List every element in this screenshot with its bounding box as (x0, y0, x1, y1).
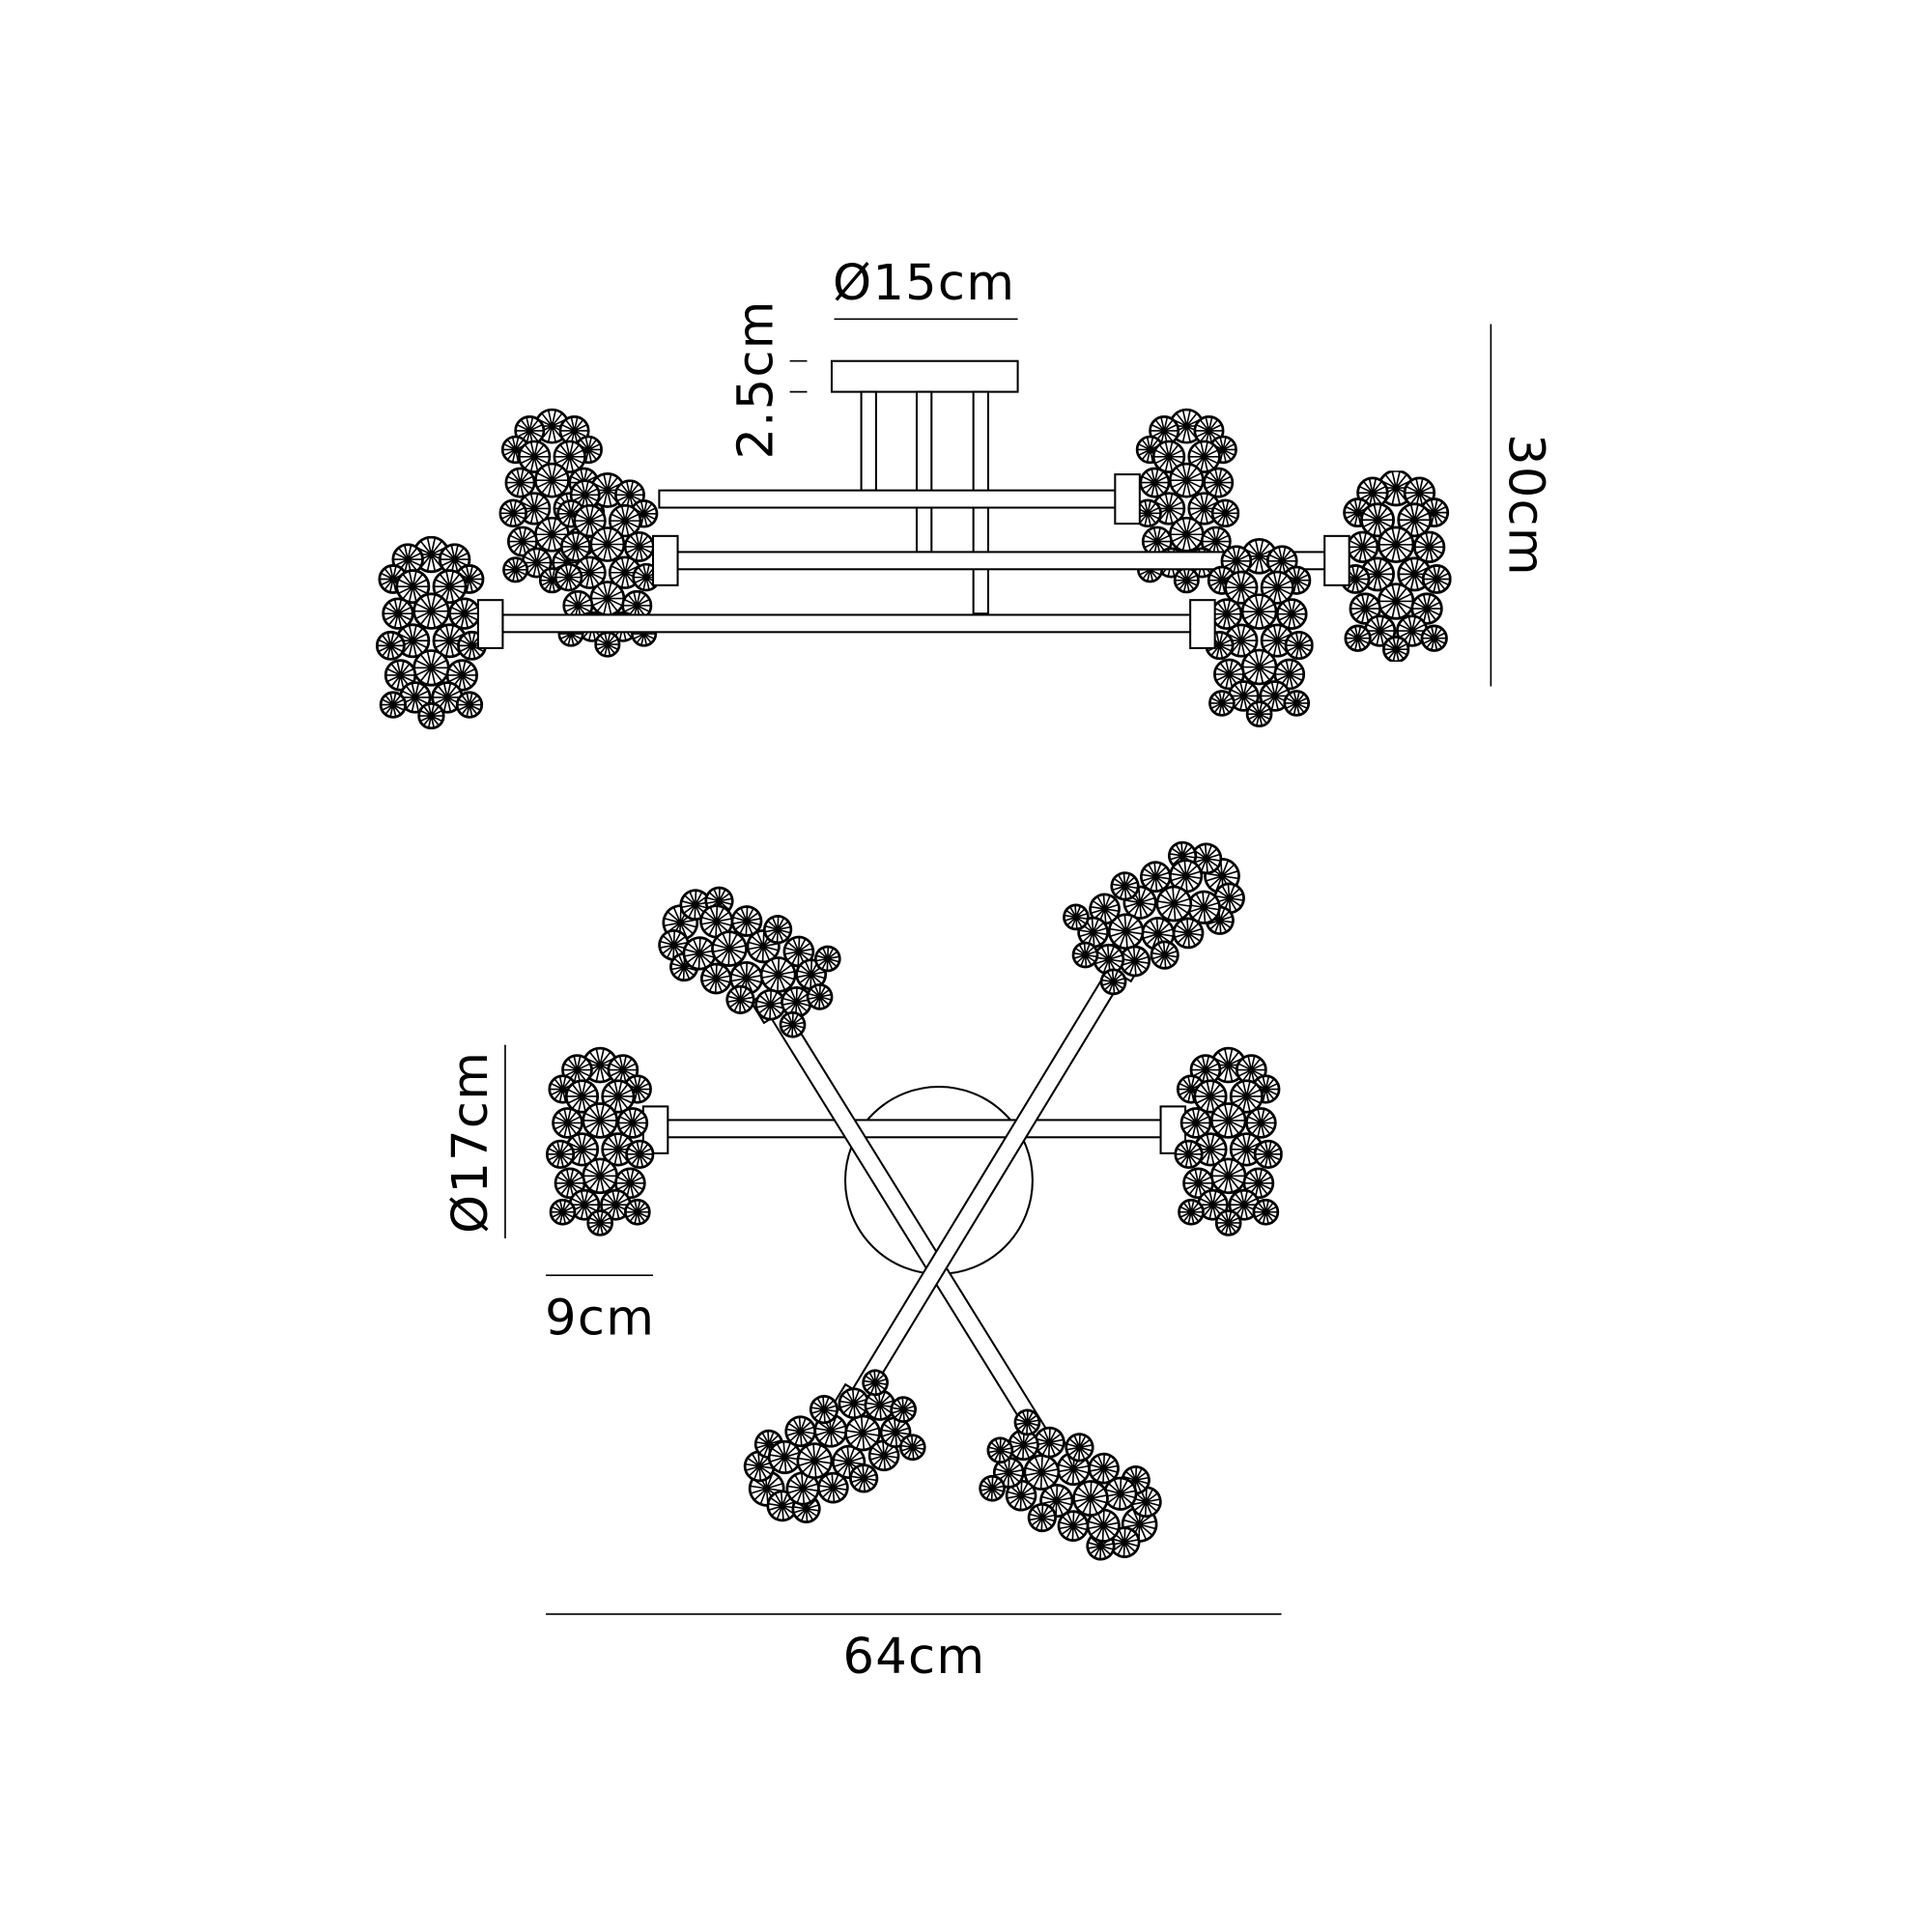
top-view (546, 820, 1283, 1581)
dimension-canopy-diameter: Ø15cm (833, 255, 1018, 321)
arm-connector (1189, 599, 1216, 649)
dimension-shade-depth: 9cm (545, 1274, 655, 1347)
drop-rod (915, 390, 933, 554)
lamp-shade (1174, 1046, 1283, 1236)
side-view (376, 359, 1452, 730)
dimension-label: Ø17cm (442, 1051, 499, 1234)
dimension-total-height: 30cm (1490, 324, 1554, 687)
dimension-shade-diameter: Ø17cm (442, 1044, 506, 1238)
arm (658, 489, 1119, 509)
lamp-shade (376, 535, 487, 730)
arm-connector (1323, 534, 1350, 586)
arm (501, 613, 1194, 634)
lamp-shade (963, 1396, 1181, 1581)
dimension-label: 9cm (545, 1290, 655, 1347)
lamp-shade (546, 1046, 655, 1236)
arm-connector (1114, 473, 1141, 526)
arm (664, 1119, 1166, 1139)
drop-rod (860, 390, 877, 492)
dimension-label: Ø15cm (833, 255, 1015, 312)
lamp-shade (1046, 820, 1264, 1009)
arm-connector (651, 534, 679, 586)
dimension-label: 64cm (843, 1629, 986, 1686)
lamp-shade (639, 867, 857, 1051)
dimension-label: 2.5cm (728, 299, 785, 459)
arm-connector (476, 599, 504, 649)
lamp-shade (724, 1356, 942, 1545)
dimension-label: 30cm (1497, 434, 1554, 577)
canopy (830, 359, 1019, 393)
lamp-shade (1340, 470, 1452, 662)
lamp-shade (1205, 537, 1314, 728)
dimension-total-width: 64cm (546, 1613, 1282, 1686)
dimension-canopy-height: 2.5cm (728, 299, 808, 459)
